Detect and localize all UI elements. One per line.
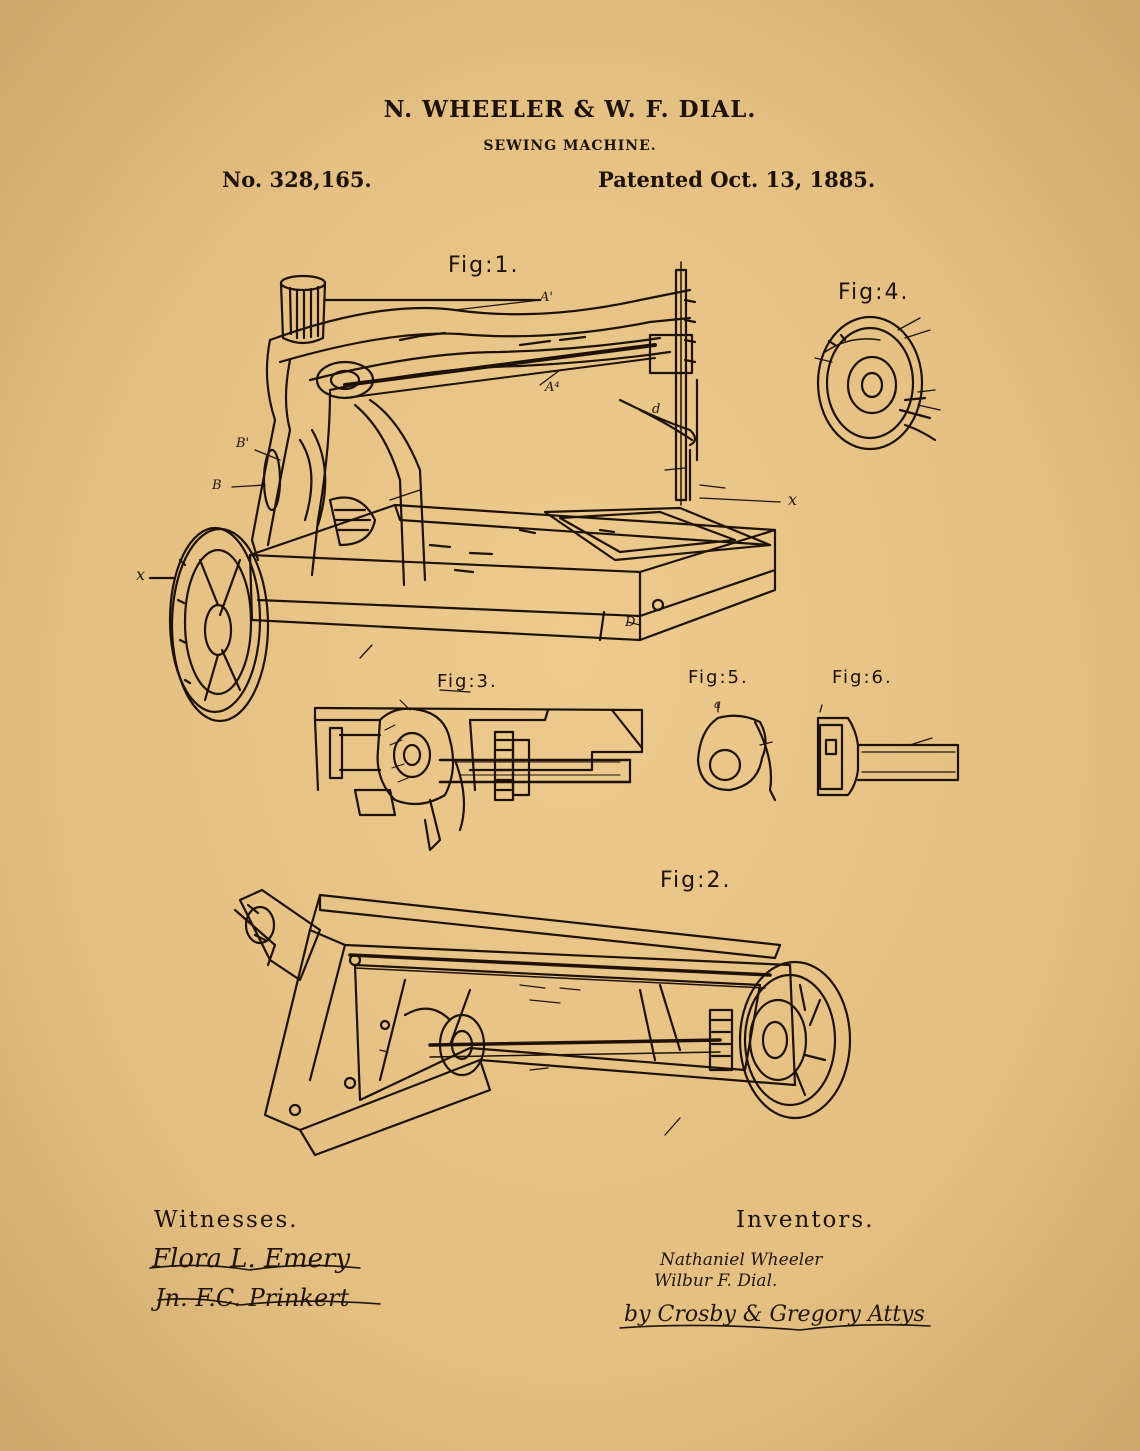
patent-title: N. WHEELER & W. F. DIAL. — [383, 96, 757, 123]
patent-date: Patented Oct. 13, 1885. — [598, 167, 876, 192]
ref-d-small: d — [652, 402, 661, 417]
fig4-drawing — [814, 315, 941, 451]
ref-a1: A' — [540, 290, 553, 305]
fig6-label: Fig:6. — [832, 667, 893, 688]
patent-number: No. 328,165. — [222, 167, 372, 192]
fig4-label: Fig:4. — [838, 280, 910, 305]
patent-subtitle: SEWING MACHINE. — [483, 138, 657, 154]
fig5-drawing — [696, 702, 777, 802]
fig1-label: Fig:1. — [448, 253, 520, 278]
inventor-signature-2: Wilbur F. Dial. — [654, 1271, 778, 1291]
inventors-heading: Inventors. — [736, 1207, 875, 1233]
witnesses-heading: Witnesses. — [154, 1207, 299, 1233]
attorneys-signature: by Crosby & Gregory Attys — [624, 1302, 925, 1327]
witness-signature-2: Jn. F.C. Prinkert — [155, 1284, 350, 1312]
fig2-drawing — [233, 888, 852, 1157]
inventor-signature-1: Nathaniel Wheeler — [660, 1250, 823, 1270]
fig5-label: Fig:5. — [688, 667, 749, 688]
fig1-drawing — [148, 261, 781, 723]
signature-flourishes — [149, 1264, 931, 1331]
fig2-label: Fig:2. — [660, 868, 732, 893]
fig1-leaders — [231, 299, 781, 659]
fig3-label: Fig:3. — [437, 671, 498, 692]
ref-a: a — [714, 697, 722, 711]
ref-b: B — [212, 478, 222, 493]
machine-bed — [248, 503, 777, 642]
thread-spool — [279, 274, 327, 345]
ref-x-left: x — [136, 565, 146, 584]
machine-arm — [268, 288, 692, 399]
hand-wheel — [148, 526, 270, 723]
ref-x-right: x — [788, 490, 798, 509]
ref-b1: B' — [236, 436, 250, 451]
ref-d: D — [625, 615, 636, 630]
fig6-drawing — [816, 704, 960, 797]
witness-signature-1: Flora L. Emery — [152, 1244, 351, 1274]
ref-a4: A⁴ — [545, 380, 560, 395]
fig3-drawing — [313, 689, 644, 852]
needle-head — [618, 261, 699, 506]
machine-column — [250, 338, 427, 587]
